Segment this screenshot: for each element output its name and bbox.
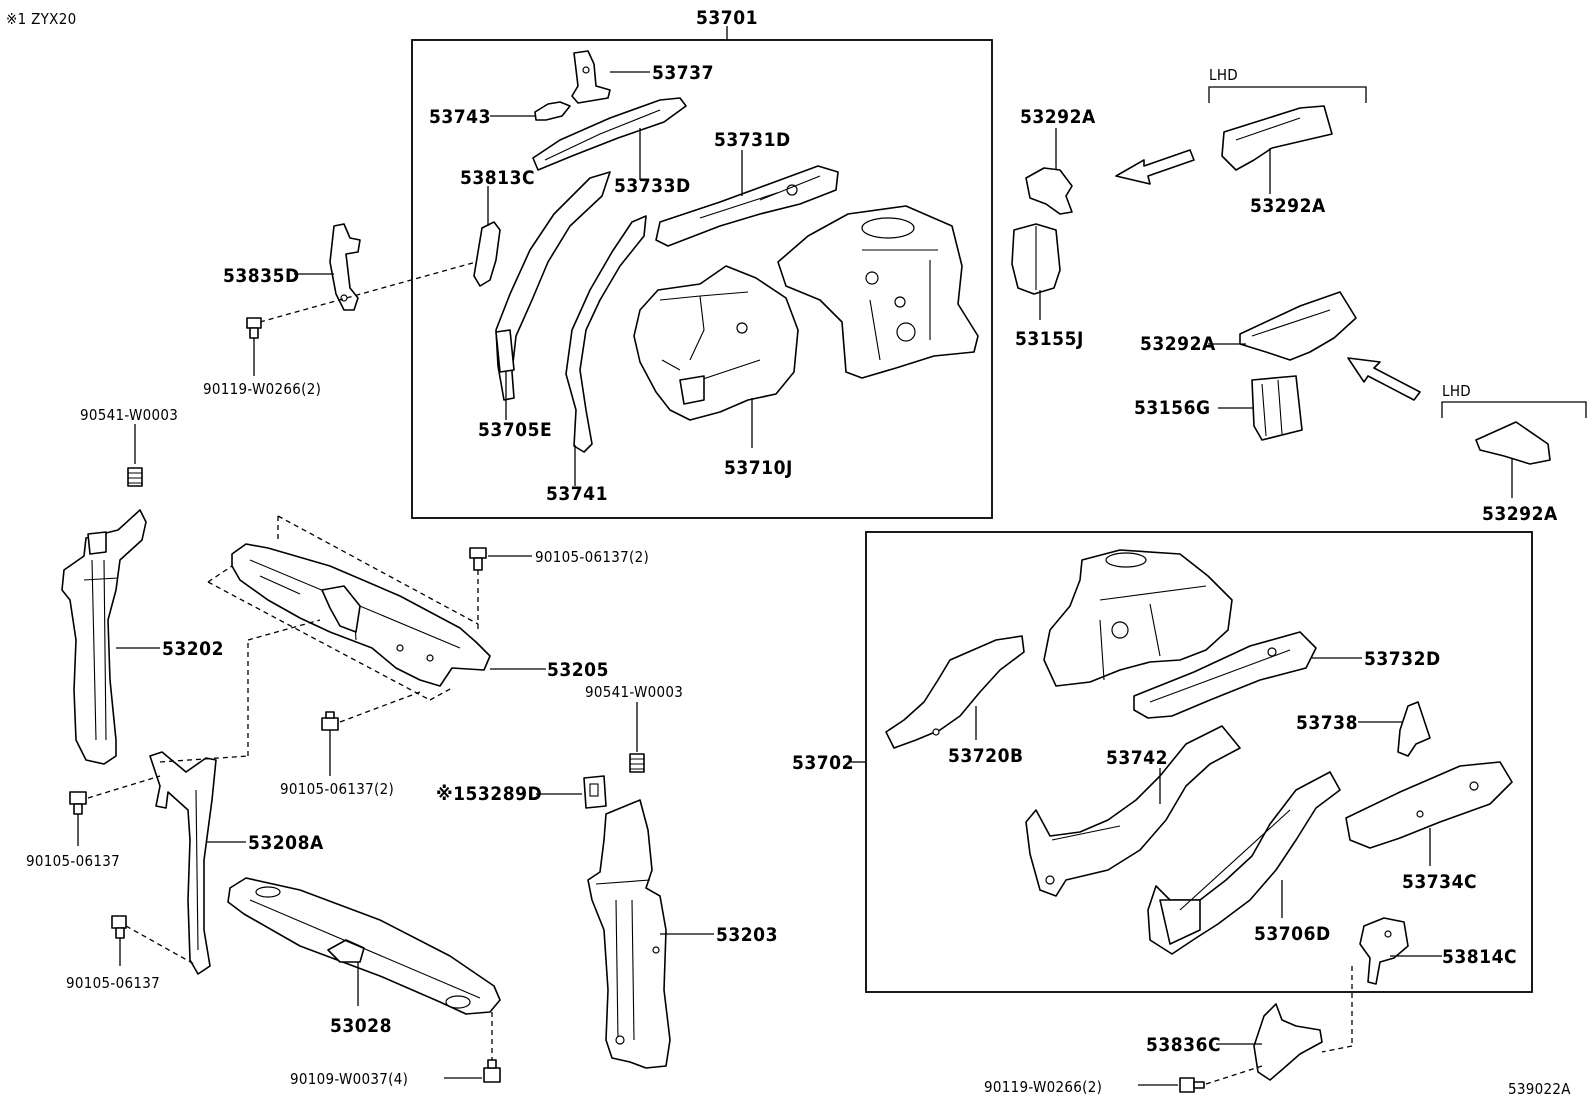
part-53208A — [149, 751, 217, 975]
part-53741 — [565, 215, 647, 453]
group-label-53701: 53701 — [696, 7, 758, 29]
part-53705E — [495, 171, 611, 401]
group-label-53702: 53702 — [792, 752, 854, 774]
label-53732D: 53732D — [1364, 648, 1441, 670]
part-53836C — [1253, 1003, 1323, 1081]
label-53202: 53202 — [162, 638, 224, 660]
bolt-90119-W0266-top — [246, 317, 262, 339]
clip-90541-W0003-mid — [629, 753, 645, 773]
bolt-90109-W0037 — [483, 1059, 501, 1083]
bolt-90105-06137-top — [469, 547, 487, 571]
part-53156G — [1251, 375, 1303, 441]
label-53203: 53203 — [716, 924, 778, 946]
label-53738: 53738 — [1296, 712, 1358, 734]
bolt-90119-W0266-bottom — [1179, 1077, 1205, 1093]
label-90105-06137-b: 90105-06137 — [66, 974, 160, 992]
arrow-up-left — [1347, 357, 1421, 401]
label-53731D: 53731D — [714, 129, 791, 151]
diagram-id: 539022A — [1508, 1080, 1571, 1098]
part-53710J — [633, 265, 799, 421]
label-53720B: 53720B — [948, 745, 1024, 767]
part-53202 — [61, 509, 147, 765]
label-53734C: 53734C — [1402, 871, 1477, 893]
label-90109-W0037: 90109-W0037(4) — [290, 1070, 408, 1088]
part-53734C — [1345, 761, 1513, 849]
part-53732D — [1133, 631, 1317, 719]
label-53292A-2: 53292A — [1250, 195, 1326, 217]
label-53208A: 53208A — [248, 832, 324, 854]
label-53741: 53741 — [546, 483, 608, 505]
part-53292A-3 — [1239, 291, 1357, 361]
label-90541-W0003-left: 90541-W0003 — [80, 406, 178, 424]
part-53738 — [1397, 701, 1431, 757]
lhd-label-right: LHD — [1442, 382, 1471, 400]
label-53705E: 53705E — [478, 419, 552, 441]
label-90119-W0266-bottom: 90119-W0266(2) — [984, 1078, 1102, 1096]
part-53742 — [1025, 725, 1241, 897]
label-90105-06137-2-top: 90105-06137(2) — [535, 548, 649, 566]
label-53742: 53742 — [1106, 747, 1168, 769]
clip-90541-W0003-left — [127, 467, 143, 487]
label-53292A-4: 53292A — [1482, 503, 1558, 525]
part-53292A-2 — [1221, 105, 1333, 171]
part-53292A-1 — [1025, 167, 1073, 215]
part-apron-panel — [777, 205, 979, 379]
part-53737 — [571, 50, 611, 104]
label-53706D: 53706D — [1254, 923, 1331, 945]
label-53205: 53205 — [547, 659, 609, 681]
label-53737: 53737 — [652, 62, 714, 84]
part-53289D — [583, 775, 607, 809]
part-53292A-4 — [1475, 421, 1551, 465]
part-53733D — [532, 97, 687, 171]
part-apron-panel-lower — [1043, 549, 1233, 687]
group-box-53701 — [411, 39, 993, 519]
label-90105-06137-2-mid: 90105-06137(2) — [280, 780, 394, 798]
lhd-label-top: LHD — [1209, 66, 1238, 84]
part-53813C — [473, 221, 501, 287]
bolt-90105-06137-mid — [321, 711, 339, 731]
label-53292A-1: 53292A — [1020, 106, 1096, 128]
label-53710J: 53710J — [724, 457, 793, 479]
label-53156G: 53156G — [1134, 397, 1211, 419]
label-53733D: 53733D — [614, 175, 691, 197]
label-53813C: 53813C — [460, 167, 535, 189]
bolt-90105-06137-a — [69, 791, 87, 815]
part-53205 — [231, 543, 491, 687]
part-53028 — [227, 877, 501, 1015]
part-53155J — [1011, 223, 1061, 295]
label-53289D: ※153289D — [436, 783, 542, 805]
part-53203 — [587, 799, 671, 1069]
part-53731D — [655, 165, 839, 247]
label-53155J: 53155J — [1015, 328, 1084, 350]
part-53835D — [329, 223, 361, 311]
part-53743 — [534, 101, 571, 121]
label-90119-W0266-top: 90119-W0266(2) — [203, 380, 321, 398]
label-53028: 53028 — [330, 1015, 392, 1037]
label-53814C: 53814C — [1442, 946, 1517, 968]
model-note: ※1 ZYX20 — [6, 10, 76, 28]
part-53706D — [1147, 771, 1341, 955]
part-53814C — [1359, 917, 1409, 985]
label-53836C: 53836C — [1146, 1034, 1221, 1056]
label-90105-06137-a: 90105-06137 — [26, 852, 120, 870]
label-90541-W0003-mid: 90541-W0003 — [585, 683, 683, 701]
label-53292A-3: 53292A — [1140, 333, 1216, 355]
label-53835D: 53835D — [223, 265, 300, 287]
part-53720B — [885, 635, 1025, 749]
bolt-90105-06137-b — [111, 915, 127, 939]
arrow-left — [1115, 149, 1195, 185]
label-53743: 53743 — [429, 106, 491, 128]
